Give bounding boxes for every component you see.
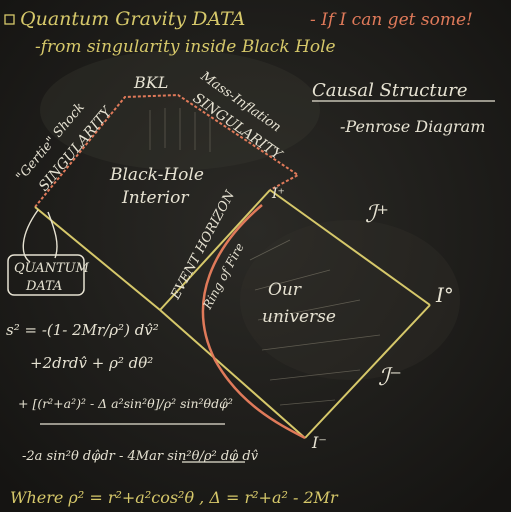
universe-label-line1: Our: [268, 280, 302, 300]
universe-label-line2: universe: [262, 307, 336, 327]
metric-line5: Where ρ² = r²+a²cos²θ , Δ = r²+a² - 2Mr: [10, 488, 339, 507]
quantum-data-line2: DATA: [25, 279, 62, 294]
diagram-title: Causal Structure: [312, 80, 467, 101]
metric-line2: +2drdv̂ + ρ² dθ²: [30, 354, 153, 372]
universe-hatching: [249, 239, 381, 406]
header-title: Quantum Gravity DATA: [20, 8, 245, 30]
i-minus-label: I⁻: [311, 433, 327, 452]
interior-label-line2: Interior: [121, 188, 189, 208]
quantum-data-box: [7, 254, 85, 296]
bkl-label: BKL: [133, 73, 168, 92]
title-bullet-icon: [4, 14, 15, 25]
scri-minus-line: [304, 304, 431, 439]
interior-label-line1: Black-Hole: [109, 165, 204, 185]
ring-of-fire-curve: [201, 204, 306, 440]
i-zero-label: I°: [435, 283, 454, 307]
past-horizon-line: [159, 309, 306, 439]
scri-plus-label: ℐ⁺: [365, 200, 389, 228]
interior-hatching: [149, 108, 211, 152]
diagram-subtitle: -Penrose Diagram: [340, 117, 485, 136]
metric-line3: + [(r²+a²)² - Δ a²sin²θ]/ρ² sin²θdφ̂²: [18, 396, 233, 411]
singularity-boundary: [34, 93, 300, 208]
header-subtitle: -from singularity inside Black Hole: [35, 37, 336, 57]
metric-line4: -2a sin²θ dφ̂dr - 4Mar sin²θ/ρ² dφ̂ dv̂: [22, 449, 259, 464]
header-title-aside: - If I can get some!: [310, 10, 473, 30]
metric-line1: s² = -(1- 2Mr/ρ²) dv̂²: [6, 321, 159, 339]
quantum-data-arrow: [22, 209, 39, 263]
eraser-smudge: [240, 220, 460, 380]
i-plus-label: I⁺: [271, 186, 285, 202]
interior-left-edge: [34, 206, 161, 311]
quantum-data-line1: QUANTUM: [14, 261, 90, 276]
event-horizon-line: [159, 189, 271, 311]
scri-plus-line: [269, 189, 431, 306]
scri-minus-label: ℐ⁻: [378, 363, 402, 391]
